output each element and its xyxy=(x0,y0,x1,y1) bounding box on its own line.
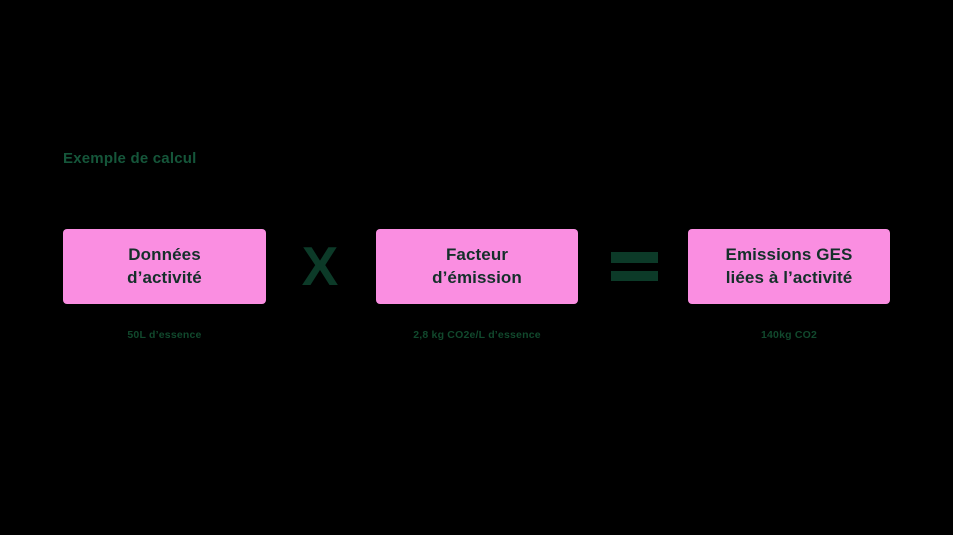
activity-data-label-line2: d’activité xyxy=(127,267,202,287)
ghg-emissions-label-line1: Emissions GES xyxy=(725,244,853,264)
emission-factor-box: Facteur d’émission xyxy=(376,229,578,304)
multiply-operator-icon: X xyxy=(301,234,339,297)
page-title: Exemple de calcul xyxy=(63,150,197,167)
equals-operator-icon xyxy=(611,252,658,281)
ghg-emissions-label-line2: liées à l’activité xyxy=(725,267,853,287)
equals-bar-top xyxy=(611,252,658,263)
ghg-emissions-caption: 140kg CO2 xyxy=(760,329,818,341)
equals-bar-bottom xyxy=(611,270,658,281)
emission-factor-label-line2: d’émission xyxy=(432,267,522,287)
activity-data-caption: 50L d’essence xyxy=(127,329,202,341)
activity-data-label-line1: Données xyxy=(128,244,201,264)
ghg-emissions-box: Emissions GES liées à l’activité xyxy=(688,229,890,304)
emission-factor-label-line1: Facteur xyxy=(445,244,509,264)
emission-factor-caption: 2,8 kg CO2e/L d’essence xyxy=(413,329,541,341)
activity-data-box: Données d’activité xyxy=(63,229,266,304)
